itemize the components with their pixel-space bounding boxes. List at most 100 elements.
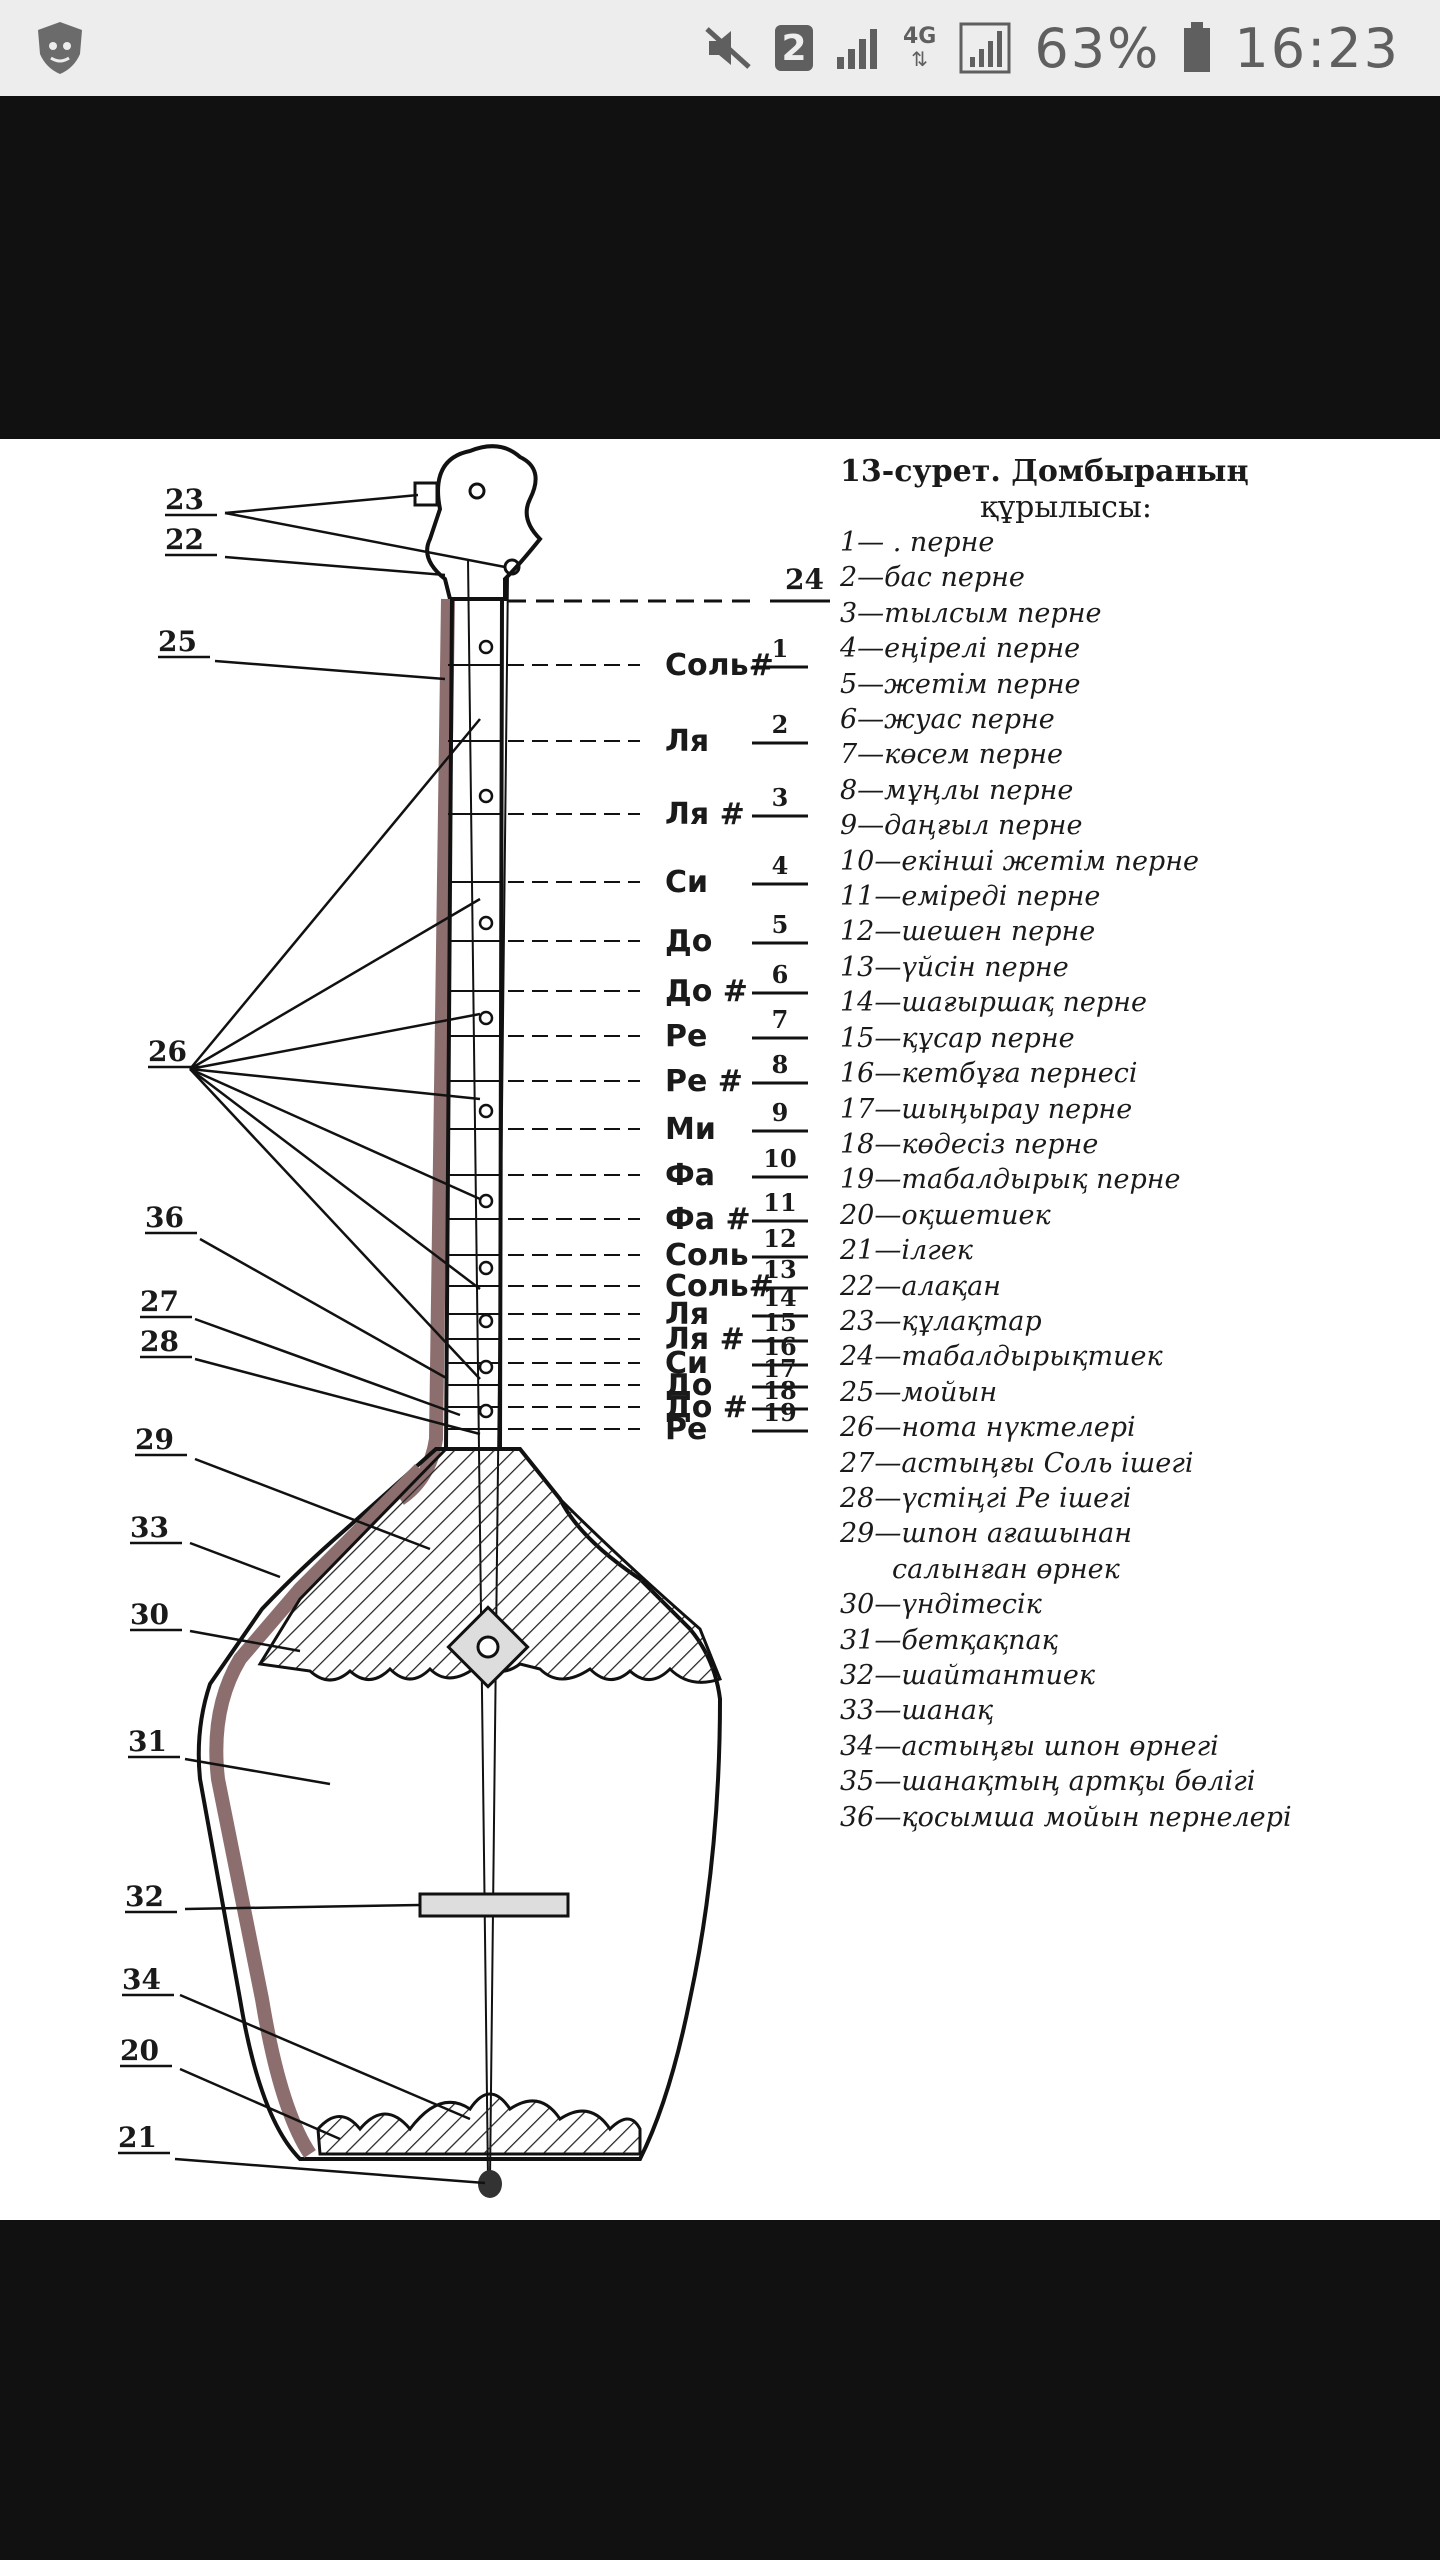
part-leader-line bbox=[214, 659, 446, 681]
fret-number: 19 bbox=[763, 1398, 796, 1427]
legend-item: 22—алақан bbox=[840, 1270, 1001, 1302]
fret-number: 16 bbox=[763, 1332, 796, 1361]
legend-item: 25—мойын bbox=[840, 1376, 998, 1408]
fret-number: 1 bbox=[772, 634, 789, 663]
legend-item: 9—даңғыл перне bbox=[840, 810, 1083, 842]
fret-number: 9 bbox=[772, 1098, 789, 1127]
app-shield-icon[interactable] bbox=[34, 0, 86, 96]
top-veneer-pattern bbox=[257, 1447, 722, 1684]
legend-item: 5—жетім перне bbox=[840, 668, 1081, 700]
legend-item: 8—мұңлы перне bbox=[840, 774, 1074, 806]
legend-item: 19—табалдырық перне bbox=[840, 1164, 1181, 1196]
part-leader-line bbox=[179, 2067, 341, 2141]
fret-note-label: До bbox=[665, 924, 712, 959]
fret-note-label: Си bbox=[665, 865, 708, 900]
legend-item: 29—шпон ағашынан bbox=[840, 1518, 1133, 1550]
legend-item: 30—үндітесік bbox=[840, 1589, 1042, 1621]
legend-item: 36—қосымша мойын пернелері bbox=[840, 1801, 1292, 1833]
legend-item: 21—ілгек bbox=[840, 1235, 973, 1267]
part-label: 23 bbox=[165, 483, 204, 516]
fret-number: 13 bbox=[763, 1255, 796, 1284]
legend-subtitle: құрылысы: bbox=[980, 490, 1152, 525]
part-label: 27 bbox=[140, 1285, 179, 1318]
legend-item: 17—шыңырау перне bbox=[840, 1093, 1133, 1125]
part-label: 34 bbox=[122, 1963, 161, 1996]
part-label: 36 bbox=[145, 1201, 184, 1234]
part-leader-line bbox=[199, 1237, 449, 1381]
battery-icon bbox=[1184, 22, 1211, 72]
fret-number: 7 bbox=[772, 1005, 789, 1034]
fret-number: 17 bbox=[763, 1354, 796, 1383]
fret-note-label: Фа bbox=[665, 1158, 715, 1193]
status-bar: 2 4G ⇅ 63% 16:23 bbox=[0, 0, 1440, 96]
part-label: 28 bbox=[140, 1325, 179, 1358]
part-label: 26 bbox=[148, 1035, 187, 1068]
legend-item: 26—нота нүктелері bbox=[840, 1412, 1136, 1444]
fret-note-label: До bbox=[665, 1368, 712, 1403]
part-leader-line bbox=[194, 1317, 461, 1417]
note-dot bbox=[478, 788, 494, 804]
legend-item: 6—жуас перне bbox=[840, 704, 1055, 736]
legend-item: 20—оқшетиек bbox=[840, 1199, 1051, 1231]
signal-2-icon bbox=[959, 22, 1011, 74]
part-leader-line bbox=[179, 1993, 471, 2121]
legend-item: салынған өрнек bbox=[892, 1553, 1120, 1585]
fret-number: 11 bbox=[763, 1188, 796, 1217]
legend-item: 2—бас перне bbox=[840, 562, 1025, 594]
fret-number: 10 bbox=[763, 1144, 796, 1173]
fret-number: 2 bbox=[772, 710, 789, 739]
legend-item: 14—шағыршақ перне bbox=[840, 987, 1147, 1019]
fret-note-label: Ре bbox=[665, 1412, 707, 1447]
note-dot bbox=[478, 915, 494, 931]
part-leader-line bbox=[189, 1541, 281, 1579]
legend-item: 3—тылсым перне bbox=[840, 597, 1102, 629]
fret-note-label: Фа # bbox=[665, 1202, 751, 1237]
part-label: 33 bbox=[130, 1511, 169, 1544]
part-leader-line bbox=[189, 1629, 301, 1653]
tailpiece bbox=[478, 2170, 502, 2198]
part-leader-line bbox=[189, 897, 481, 1071]
legend-item: 7—көсем перне bbox=[840, 739, 1064, 771]
fret-note-label: До # bbox=[665, 1390, 748, 1425]
note-dot bbox=[478, 639, 494, 655]
part-label: 22 bbox=[165, 523, 204, 556]
part-label: 30 bbox=[130, 1598, 169, 1631]
fret-number: 14 bbox=[763, 1283, 796, 1312]
legend-item: 18—көдесіз перне bbox=[840, 1128, 1099, 1160]
head-outline bbox=[425, 444, 543, 601]
fret-number: 3 bbox=[772, 783, 789, 812]
legend: 13-сурет. Домбыраның құрылысы: 1— . перн… bbox=[840, 453, 1440, 1835]
note-dot bbox=[478, 1103, 494, 1119]
note-dot bbox=[478, 1010, 494, 1026]
sim-2-icon: 2 bbox=[774, 25, 813, 71]
legend-item: 11—еміреді перне bbox=[840, 881, 1101, 913]
part-leader-line bbox=[194, 1357, 481, 1436]
legend-item: 23—құлақтар bbox=[840, 1305, 1042, 1337]
fret-note-label: Ля bbox=[665, 1297, 709, 1332]
part-leader-line bbox=[189, 1068, 481, 1380]
part-label: 20 bbox=[120, 2034, 159, 2067]
legend-item: 13—үйсін перне bbox=[840, 951, 1069, 983]
legend-item: 15—құсар перне bbox=[840, 1022, 1075, 1054]
fret-number: 8 bbox=[772, 1050, 789, 1079]
note-dot bbox=[478, 1403, 494, 1419]
part-label: 24 bbox=[785, 563, 824, 596]
fret-note-label: Си bbox=[665, 1346, 708, 1381]
neck-back bbox=[395, 598, 455, 1505]
fret-note-label: Ми bbox=[665, 1112, 716, 1147]
part-label: 32 bbox=[125, 1880, 164, 1913]
fret-note-label: Ля bbox=[665, 724, 709, 759]
fret-number: 18 bbox=[763, 1376, 796, 1405]
4g-data-icon: 4G ⇅ bbox=[902, 24, 937, 71]
fret-note-label: Ре # bbox=[665, 1064, 743, 1099]
status-icons: 2 4G ⇅ 63% 16:23 bbox=[703, 0, 1400, 96]
fret-number: 6 bbox=[772, 960, 789, 989]
fret-note-label: Ля # bbox=[665, 797, 745, 832]
sound-hole-center bbox=[476, 1635, 500, 1659]
side-peg bbox=[413, 481, 439, 507]
legend-item: 16—кетбұға пернесі bbox=[840, 1058, 1138, 1090]
part-label: 31 bbox=[128, 1725, 167, 1758]
part-label: 21 bbox=[118, 2121, 157, 2154]
